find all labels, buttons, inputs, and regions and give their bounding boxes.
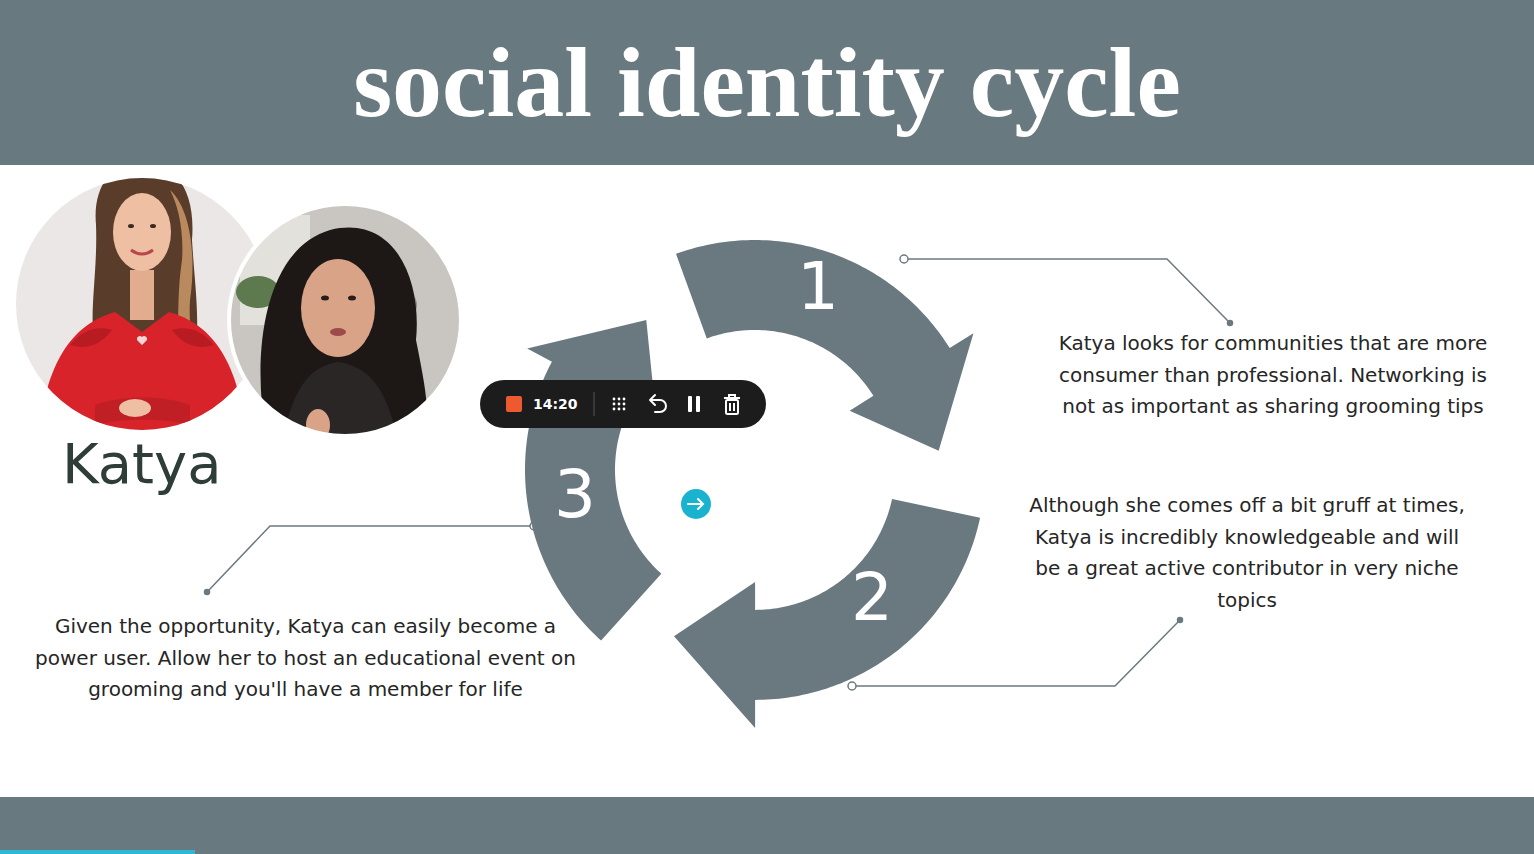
leader-dot xyxy=(1178,618,1183,623)
red-blouse xyxy=(38,312,247,445)
eye xyxy=(150,224,156,228)
leader-line xyxy=(908,259,1228,321)
undo-icon xyxy=(650,395,666,412)
webcam-photo xyxy=(225,200,465,445)
eye xyxy=(128,224,134,228)
hair xyxy=(260,228,427,445)
photo-border xyxy=(229,204,461,436)
neck xyxy=(130,270,154,320)
progress-line xyxy=(0,850,195,854)
ruffle xyxy=(172,328,214,347)
cycle-arrow: 3 xyxy=(523,318,663,643)
cursor-arrow xyxy=(688,499,703,509)
arrow-shape xyxy=(672,497,982,730)
mouth xyxy=(330,328,346,336)
slide-title: social identity cycle xyxy=(0,0,1534,165)
person-name: Katya xyxy=(62,430,322,497)
cycle-arrow: 2 xyxy=(672,497,982,730)
callout-text: Although she comes off a bit gruff at ti… xyxy=(1022,490,1472,616)
arrow-shape xyxy=(525,320,661,641)
callout-text: Given the opportunity, Katya can easily … xyxy=(28,611,583,706)
recording-toolbar: 14:20 xyxy=(480,380,766,428)
face xyxy=(301,259,375,357)
folded-arms xyxy=(95,398,190,426)
leader-dot xyxy=(848,682,856,690)
callout-text: Katya looks for communities that are mor… xyxy=(1058,328,1488,423)
arrow-shape xyxy=(674,499,980,728)
title-band: social identity cycle xyxy=(0,0,1534,165)
cursor-circle xyxy=(681,489,711,519)
leader-dot xyxy=(205,590,210,595)
pause-icon xyxy=(688,396,700,412)
smile xyxy=(131,250,153,254)
heart-brooch xyxy=(137,336,147,345)
pointer-cursor xyxy=(681,489,711,519)
step-number: 1 xyxy=(797,254,839,320)
record-stop-icon xyxy=(506,396,522,412)
grid-icon xyxy=(613,398,626,411)
separator xyxy=(594,392,595,416)
leader-dot xyxy=(1228,321,1233,326)
face xyxy=(113,193,171,271)
eye xyxy=(348,296,356,301)
hands xyxy=(119,399,151,417)
step-number: 3 xyxy=(554,462,596,528)
footer-band xyxy=(0,797,1534,854)
eye xyxy=(321,296,329,301)
dark-top xyxy=(282,362,398,445)
timer-text: 14:20 xyxy=(533,380,578,428)
step-number: 2 xyxy=(851,565,893,631)
trash-icon xyxy=(724,395,740,414)
leader-dot xyxy=(900,255,908,263)
toolbar-icons xyxy=(480,380,766,428)
leader-line xyxy=(209,526,530,590)
ruffle xyxy=(70,328,112,347)
